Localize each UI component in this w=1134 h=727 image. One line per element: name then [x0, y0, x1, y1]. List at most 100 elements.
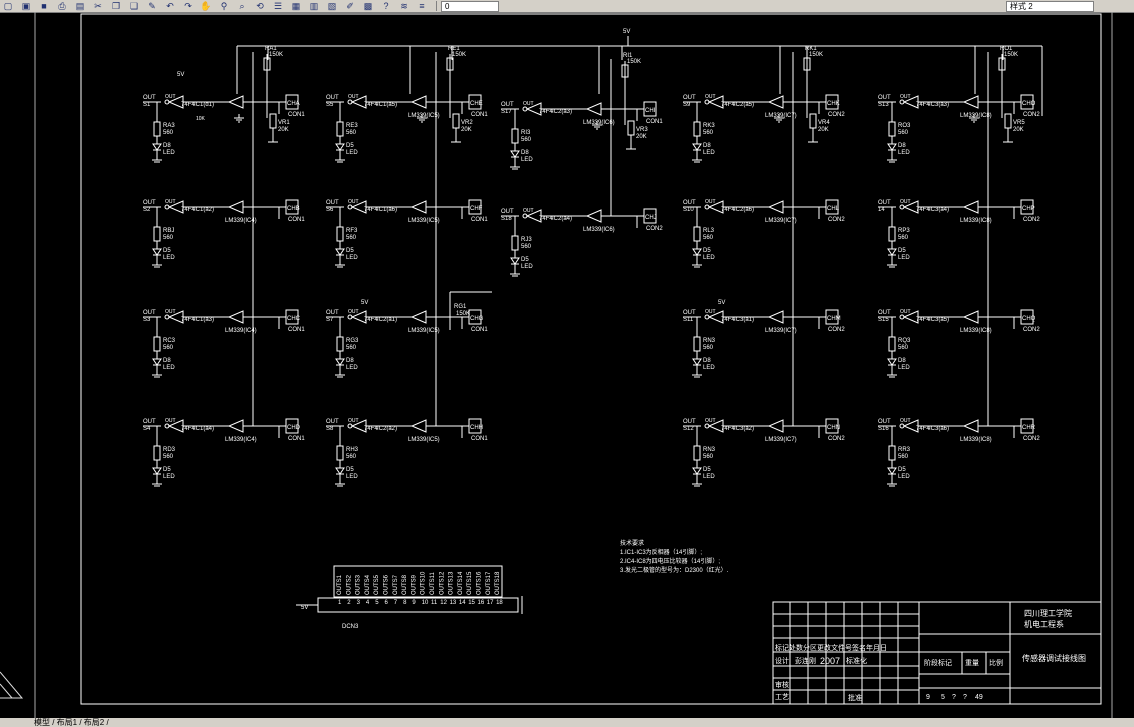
inverter-ref: OUT	[165, 418, 176, 424]
open-icon[interactable]: ▣	[21, 1, 31, 11]
connector-ref: CON1	[288, 436, 305, 442]
calculator-icon[interactable]: ▩	[363, 1, 373, 11]
comparator-ref: LM339(IC8)	[960, 328, 992, 334]
inverter-bubble	[522, 213, 528, 219]
gate-ref: IC2(a3)	[552, 109, 572, 115]
pin-number: 4	[366, 600, 370, 606]
vr-value: 20K	[278, 127, 289, 133]
comparator-icon	[585, 102, 602, 116]
inverter-ref: OUT	[523, 101, 534, 107]
led-ref: D5	[898, 467, 906, 473]
title-block-frame	[772, 601, 1102, 705]
paste-icon[interactable]: ❏	[129, 1, 139, 11]
vr-value: 20K	[818, 127, 829, 133]
led-ref: D8	[898, 143, 906, 149]
comparator-icon	[767, 95, 784, 109]
standard-toolbar: ▢ ▣ ■ ⎙ ▤ ✂ ❐ ❏ ✎ ↶ ↷ ✋ ⚲ ⌕ ⟲ ☰ ▦ ▥ ▧ ✐ ▩? ≋ ≡ 0 样式 2	[0, 0, 1134, 13]
undo-icon[interactable]: ↶	[166, 1, 174, 11]
zoom-window-icon[interactable]: ⌕	[239, 1, 245, 11]
pot-value: 150K	[456, 311, 470, 317]
comparator-ref: LM339(IC6)	[583, 227, 615, 233]
tool-palette-icon[interactable]: ▥	[309, 1, 319, 11]
layer-combo[interactable]: 0	[441, 0, 499, 12]
out-label: OUT	[143, 310, 156, 316]
connector-ref: CON2	[1023, 217, 1040, 223]
driver-ref: 74F4	[916, 207, 930, 213]
resistor-ref: RF3	[346, 228, 358, 234]
connector-ref: CON2	[646, 226, 663, 232]
new-icon[interactable]: ▢	[3, 1, 13, 11]
out-label: OUT	[143, 95, 156, 101]
inverter-bubble	[164, 423, 170, 429]
design-center-icon[interactable]: ▦	[291, 1, 301, 11]
resistor-value: 560	[346, 235, 357, 241]
resistor	[693, 226, 701, 242]
save-icon[interactable]: ■	[41, 1, 47, 11]
help-icon[interactable]: ?	[383, 1, 389, 11]
comparator-ref: LM339(IC7)	[765, 437, 797, 443]
pin-name: OUTS9	[411, 574, 417, 595]
resistor	[693, 445, 701, 461]
resistor-value: 560	[703, 130, 714, 136]
properties-icon[interactable]: ☰	[273, 1, 283, 11]
vr-value: 20K	[1013, 127, 1024, 133]
inverter-bubble	[899, 314, 905, 320]
copy-icon[interactable]: ❐	[111, 1, 121, 11]
pot-resistor	[446, 57, 454, 71]
gate-ref: IC3(a6)	[929, 426, 949, 432]
match-icon[interactable]: ✎	[148, 1, 156, 11]
connector-ref: CON2	[828, 327, 845, 333]
department-name: 机电工程系	[1024, 619, 1064, 629]
connector-ref: CON2	[1023, 436, 1040, 442]
header-ref: CHJ	[645, 215, 657, 221]
resistor	[336, 336, 344, 352]
connector-name: DCN3	[342, 624, 359, 630]
out-label: OUT	[326, 310, 339, 316]
led-icon	[152, 248, 162, 256]
cut-icon[interactable]: ✂	[94, 1, 102, 11]
out-label: OUT	[143, 419, 156, 425]
variable-resistor	[452, 113, 460, 129]
layer-state-icon[interactable]: ≡	[419, 1, 425, 11]
out-label: OUT	[326, 419, 339, 425]
sheet-set-icon[interactable]: ▧	[327, 1, 337, 11]
led-ref: D8	[521, 150, 529, 156]
header-ref: CHH	[470, 425, 483, 431]
resistor-ref: RN3	[703, 338, 716, 344]
out-label: OUT	[143, 200, 156, 206]
preview-icon[interactable]: ▤	[75, 1, 85, 11]
zoom-previous-icon[interactable]: ⟲	[256, 1, 264, 11]
text-style-combo[interactable]: 样式 2	[1006, 0, 1094, 12]
comparator-ref: LM339(IC7)	[765, 218, 797, 224]
resistor-value: 560	[521, 244, 532, 250]
print-icon[interactable]: ⎙	[58, 1, 66, 11]
resistor-ref: RG3	[346, 338, 359, 344]
layout-tabs[interactable]: 模型 / 布局1 / 布局2 /	[0, 718, 1134, 727]
redo-icon[interactable]: ↷	[184, 1, 192, 11]
pan-icon[interactable]: ✋	[200, 1, 212, 11]
comparator-icon	[410, 95, 427, 109]
led-type: LED	[703, 150, 715, 156]
pin-number: 2	[347, 600, 351, 606]
scale-label: 比例	[989, 658, 1003, 667]
zoom-realtime-icon[interactable]: ⚲	[220, 1, 228, 11]
led-type: LED	[521, 157, 533, 163]
resistor-value: 560	[163, 130, 174, 136]
ground-symbol	[417, 114, 427, 123]
led-icon	[152, 358, 162, 366]
markup-icon[interactable]: ✐	[346, 1, 354, 11]
inverter-ref: OUT	[900, 94, 911, 100]
pin-number: 17	[487, 600, 494, 606]
vr-ref: VR5	[1013, 120, 1025, 126]
connector-ref: CON1	[471, 217, 488, 223]
connector-ref: CON1	[288, 112, 305, 118]
out-label: OUT	[683, 310, 696, 316]
layer-manager-icon[interactable]: ≋	[400, 1, 408, 11]
header-ref: CHM	[827, 316, 841, 322]
pin-name: OUTS12	[439, 571, 445, 595]
connector-ref: CON1	[471, 112, 488, 118]
